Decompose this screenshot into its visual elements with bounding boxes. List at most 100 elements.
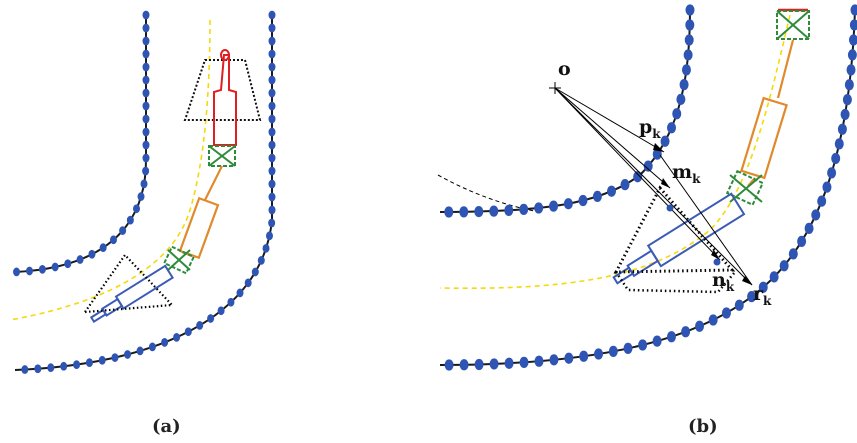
wall-marker <box>563 198 573 210</box>
panel-a: (a) <box>9 10 276 437</box>
wall-marker <box>747 291 757 303</box>
tractor-b <box>612 192 746 285</box>
wall-marker <box>268 101 276 111</box>
wall-marker <box>142 153 150 163</box>
wall-marker <box>474 205 484 218</box>
wall-marker <box>38 264 46 274</box>
wall-marker <box>850 4 857 16</box>
wall-marker <box>804 222 814 235</box>
outer-wall-b <box>439 9 856 366</box>
wall-marker <box>676 93 686 105</box>
wall-marker <box>638 339 648 351</box>
sensor-tip-a <box>220 49 230 61</box>
wall-marker <box>444 206 454 218</box>
panel-b: o pk mk nk rk (b) <box>437 4 857 437</box>
construction-rays <box>554 87 753 286</box>
wall-marker <box>196 321 204 330</box>
wall-marker <box>161 338 169 347</box>
trailer-a <box>178 165 223 260</box>
wall-marker <box>217 306 225 316</box>
wall-marker <box>834 138 844 150</box>
wall-marker <box>268 114 276 124</box>
wall-marker <box>444 359 454 371</box>
axle-a-top <box>208 145 236 167</box>
wall-marker <box>142 62 150 72</box>
wall-marker <box>837 123 847 135</box>
wall-marker <box>140 179 148 189</box>
wall-marker <box>504 204 514 217</box>
wall-marker <box>142 36 150 46</box>
wall-marker <box>620 179 630 191</box>
wall-marker <box>489 358 499 370</box>
wall-marker <box>822 181 832 193</box>
wall-marker <box>268 49 276 59</box>
wall-marker <box>606 185 616 197</box>
wall-marker <box>85 358 93 368</box>
wall-marker <box>99 243 107 253</box>
label-r: rk <box>753 283 772 308</box>
inner-wall-b <box>439 9 691 213</box>
wall-marker <box>848 34 857 46</box>
wall-marker <box>265 231 273 241</box>
centerline-a <box>9 19 211 321</box>
wall-marker <box>73 360 81 370</box>
wall-marker <box>268 218 276 228</box>
wall-marker <box>142 127 150 137</box>
wall-marker <box>459 206 469 218</box>
caption-b: (b) <box>688 416 718 437</box>
wall-marker <box>683 49 693 61</box>
wall-marker <box>51 262 59 272</box>
wall-marker <box>842 94 852 106</box>
label-o: o <box>558 58 571 80</box>
wall-marker <box>643 160 653 172</box>
wall-marker <box>60 361 68 371</box>
wall-marker <box>849 19 857 31</box>
wall-marker <box>519 356 529 368</box>
wall-marker <box>76 255 84 264</box>
wall-marker <box>142 49 150 59</box>
wall-marker <box>251 267 259 277</box>
wall-marker <box>133 204 141 214</box>
axle-b-top <box>776 8 810 40</box>
wall-marker <box>26 266 34 276</box>
wall-marker <box>519 203 529 215</box>
axle-a-mid <box>162 245 196 275</box>
wall-marker <box>831 152 841 165</box>
wall-marker <box>797 235 807 248</box>
wall-marker <box>633 171 643 183</box>
wall-marker <box>827 167 837 179</box>
wall-marker <box>679 79 689 91</box>
wall-marker <box>227 297 235 307</box>
wall-marker <box>695 320 705 332</box>
wall-marker <box>623 342 633 355</box>
wall-marker <box>268 166 276 176</box>
label-n: nk <box>712 269 735 294</box>
wall-marker <box>268 127 276 137</box>
wall-marker <box>549 354 559 366</box>
wall-marker <box>184 327 192 337</box>
label-p: pk <box>639 116 661 141</box>
wall-marker <box>564 352 574 364</box>
inner-wall-b-extension <box>437 174 541 213</box>
wall-marker <box>137 192 145 201</box>
wall-marker <box>758 281 768 293</box>
wall-marker <box>579 350 589 362</box>
wall-marker <box>268 205 276 215</box>
wall-marker <box>98 355 106 365</box>
wall-marker <box>244 278 252 288</box>
wall-marker <box>268 153 276 163</box>
wall-marker <box>608 345 618 358</box>
wall-marker <box>148 342 156 352</box>
wall-marker <box>666 331 676 343</box>
wall-marker <box>721 307 731 319</box>
wall-marker <box>811 209 821 221</box>
wall-marker <box>126 215 134 225</box>
caption-a: (a) <box>152 416 181 437</box>
outer-wall-b-markers <box>444 4 857 371</box>
wall-marker <box>672 108 682 120</box>
wall-marker <box>660 135 670 147</box>
wall-marker <box>549 200 559 212</box>
wall-marker <box>124 350 132 359</box>
wall-marker <box>268 88 276 98</box>
